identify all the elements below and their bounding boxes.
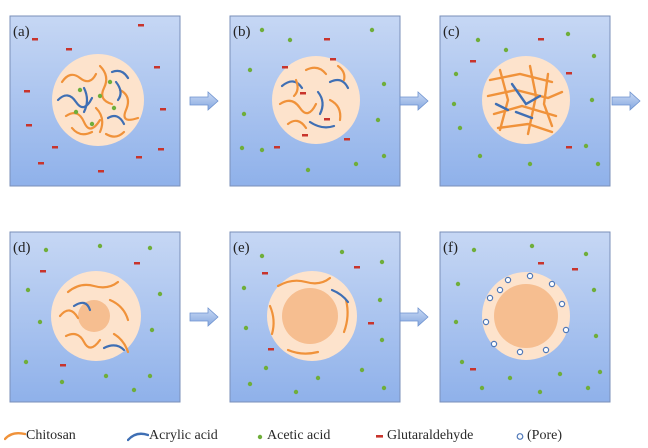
bead-core xyxy=(78,300,110,332)
panel-c: (c) xyxy=(439,15,611,187)
acetic-acid-dots xyxy=(453,243,603,395)
legend-glutaraldehyde: Glutaraldehyde xyxy=(373,428,513,444)
legend-pore-label: (Pore) xyxy=(527,428,562,443)
arrow-b-to-c-icon xyxy=(399,91,429,111)
mixed-chains xyxy=(56,64,140,138)
panel-e: (e) xyxy=(229,231,401,403)
acetic-acid-dots xyxy=(73,79,117,127)
legend: Chitosan Acrylic acid Acetic acid Glutar… xyxy=(4,426,603,446)
panel-b-label: (b) xyxy=(233,24,251,40)
acetic-acid-dots xyxy=(23,243,163,393)
bead-core xyxy=(494,284,558,348)
legend-glutaraldehyde-label: Glutaraldehyde xyxy=(387,428,474,443)
panel-f: (f) xyxy=(439,231,611,403)
acetic-acid-dots xyxy=(241,249,387,395)
panel-d: (d) xyxy=(9,231,181,403)
legend-acrylic-acid: Acrylic acid xyxy=(127,428,253,444)
legend-chitosan: Chitosan xyxy=(4,428,127,444)
legend-pore: (Pore) xyxy=(513,428,603,444)
arrow-c-to-d-icon xyxy=(611,91,641,111)
bead-core xyxy=(282,288,338,344)
bead xyxy=(272,56,360,144)
acetic-acid-dots xyxy=(451,31,601,167)
legend-chitosan-label: Chitosan xyxy=(26,428,76,443)
panel-c-label: (c) xyxy=(443,24,460,40)
bead xyxy=(482,56,570,144)
acetic-acid-dot-icon xyxy=(257,434,263,440)
glutaraldehyde-mark-icon xyxy=(376,435,383,438)
panel-d-label: (d) xyxy=(13,240,31,256)
arrow-e-to-f-icon xyxy=(399,307,429,327)
process-diagram: (a) (b) xyxy=(9,15,641,403)
panel-e-label: (e) xyxy=(233,240,250,256)
bead xyxy=(52,54,144,146)
panel-f-label: (f) xyxy=(443,240,458,256)
panel-b: (b) xyxy=(229,15,401,187)
arrow-a-to-b-icon xyxy=(189,91,219,111)
glutaraldehyde-marks xyxy=(24,24,166,173)
panel-a-label: (a) xyxy=(13,24,30,40)
crosslinked-network xyxy=(486,64,564,136)
legend-acrylic-acid-label: Acrylic acid xyxy=(149,428,218,443)
glutaraldehyde-marks xyxy=(40,262,140,367)
glutaraldehyde-marks xyxy=(470,262,578,371)
legend-acetic-acid-label: Acetic acid xyxy=(267,428,331,443)
chains xyxy=(268,276,350,355)
glutaraldehyde-marks xyxy=(262,266,374,351)
arrow-d-to-e-icon xyxy=(189,307,219,327)
glutaraldehyde-marks xyxy=(470,38,572,149)
acrylic-acid-chain-icon xyxy=(127,432,149,442)
acetic-acid-dots xyxy=(239,27,387,173)
chains xyxy=(58,280,130,354)
pore-circle-icon xyxy=(516,433,524,440)
chitosan-chain-icon xyxy=(4,431,26,441)
mixed-chains xyxy=(278,64,350,130)
legend-acetic-acid: Acetic acid xyxy=(253,428,373,444)
glutaraldehyde-marks xyxy=(274,38,350,149)
panel-a: (a) xyxy=(9,15,181,187)
pore-markers xyxy=(482,272,570,356)
